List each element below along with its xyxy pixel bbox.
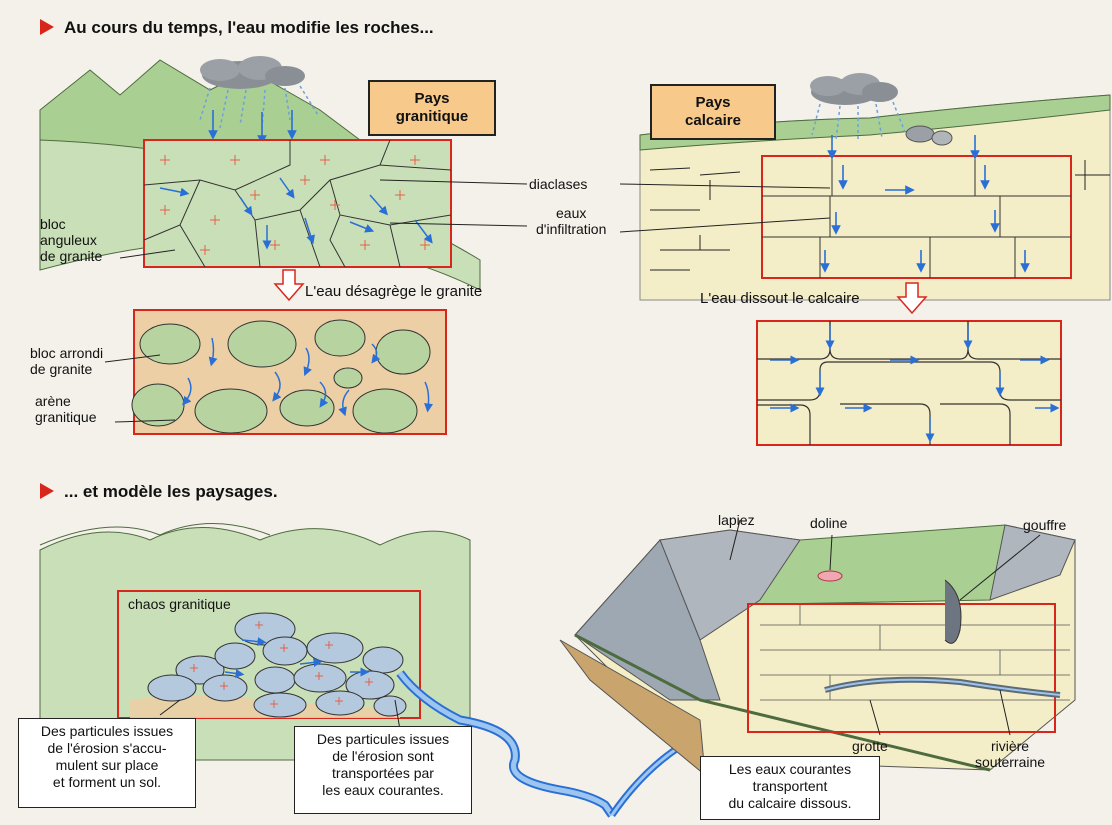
label-bloc-arrondi: bloc arrondi de granite bbox=[30, 345, 103, 377]
caption-transport: Des particules issues de l'érosion sont … bbox=[294, 726, 472, 814]
caption-line: mulent sur place bbox=[55, 757, 159, 773]
caption-line: et forment un sol. bbox=[52, 774, 162, 790]
leader-lines bbox=[104, 179, 1041, 736]
heading-text: Au cours du temps, l'eau modifie les roc… bbox=[64, 18, 434, 37]
label-line: rivière bbox=[990, 738, 1030, 754]
label-line: d'infiltration bbox=[536, 221, 607, 237]
rain-arrows-granite bbox=[208, 110, 297, 145]
caption-calcaire: Les eaux courantes transportent du calca… bbox=[700, 756, 880, 820]
tag-line: Pays bbox=[414, 90, 450, 107]
cloud-icon bbox=[810, 73, 906, 141]
caption-line: transportent bbox=[752, 778, 828, 794]
label-line: bloc arrondi bbox=[30, 345, 104, 361]
label-line: eaux bbox=[556, 205, 587, 221]
label-line: bloc bbox=[40, 216, 66, 232]
caption-line: Des particules issues bbox=[316, 731, 450, 747]
tag-line: granitique bbox=[395, 108, 469, 125]
caption-line: de l'érosion s'accu- bbox=[47, 740, 167, 756]
section-heading-bottom: ... et modèle les paysages. bbox=[40, 482, 278, 502]
triangle-bullet-icon bbox=[40, 19, 54, 35]
label-arene: arène granitique bbox=[35, 393, 97, 425]
caption-line: transportées par bbox=[332, 765, 434, 781]
karst-block bbox=[559, 524, 1077, 777]
label-line: de granite bbox=[40, 248, 103, 264]
caption-line: Des particules issues bbox=[40, 723, 174, 739]
label-doline: doline bbox=[810, 515, 848, 531]
down-arrow-calcaire bbox=[896, 282, 928, 315]
label-diaclases: diaclases bbox=[529, 176, 588, 192]
label-line: arène bbox=[35, 393, 71, 409]
chaos-landscape bbox=[39, 523, 471, 761]
caption-line: du calcaire dissous. bbox=[728, 795, 852, 811]
down-arrow-granite bbox=[273, 269, 305, 302]
label-chaos: chaos granitique bbox=[128, 596, 231, 612]
label-eau-desagrege: L'eau désagrège le granite bbox=[305, 283, 483, 300]
tag-line: calcaire bbox=[685, 112, 741, 129]
tag-pays-calcaire: Pays calcaire bbox=[650, 84, 776, 140]
limestone-dissolved-block bbox=[756, 320, 1062, 446]
caption-line: les eaux courantes. bbox=[322, 782, 444, 798]
label-gouffre: gouffre bbox=[1023, 517, 1067, 533]
caption-line: de l'érosion sont bbox=[332, 748, 434, 764]
label-eaux-infiltration: eaux d'infiltration bbox=[536, 205, 606, 237]
cloud-icon bbox=[199, 56, 319, 129]
label-line: granitique bbox=[35, 409, 97, 425]
label-bloc-anguleux: bloc anguleux de granite bbox=[40, 216, 102, 264]
caption-line: Les eaux courantes bbox=[728, 761, 852, 777]
label-line: de granite bbox=[30, 361, 93, 377]
granite-angular-block bbox=[143, 139, 452, 268]
tag-pays-granitique: Pays granitique bbox=[368, 80, 496, 136]
label-lapiez: lapiez bbox=[718, 512, 755, 528]
limestone-block bbox=[761, 135, 1072, 279]
label-grotte: grotte bbox=[852, 738, 888, 754]
label-line: anguleux bbox=[40, 232, 97, 248]
caption-sol: Des particules issues de l'érosion s'acc… bbox=[18, 718, 196, 808]
tag-line: Pays bbox=[695, 94, 731, 111]
label-line: souterraine bbox=[975, 754, 1046, 770]
triangle-bullet-icon bbox=[40, 483, 54, 499]
granite-rounded-block bbox=[131, 309, 447, 435]
heading-text: ... et modèle les paysages. bbox=[64, 482, 278, 501]
label-riviere-souterraine: rivière souterraine bbox=[975, 738, 1045, 770]
section-heading-top: Au cours du temps, l'eau modifie les roc… bbox=[40, 18, 434, 38]
label-eau-dissout: L'eau dissout le calcaire bbox=[700, 290, 860, 307]
